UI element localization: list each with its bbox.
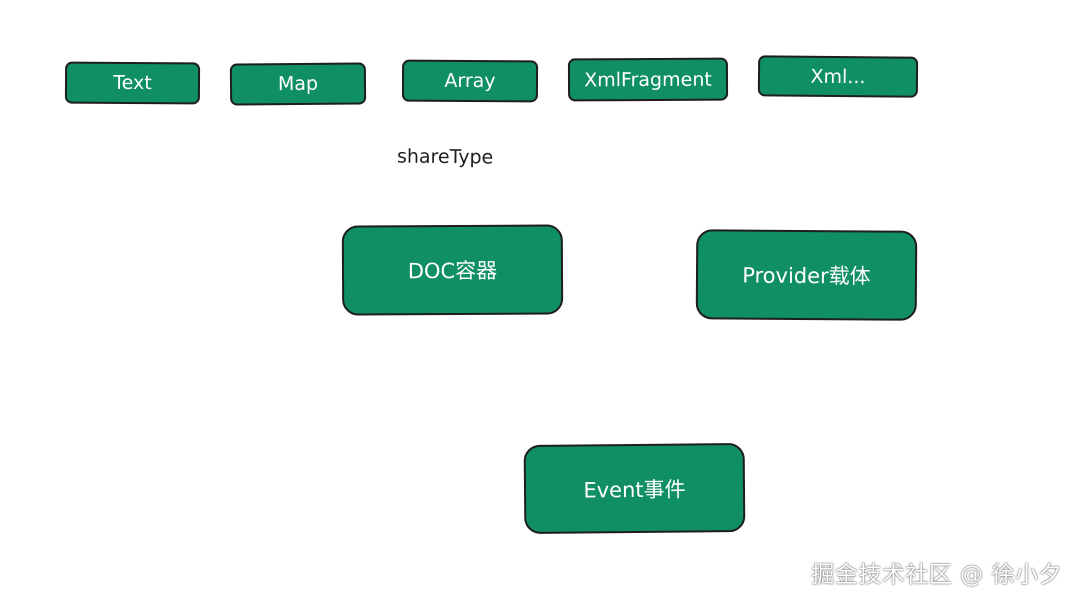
- sharetype-map-box: Map: [229, 62, 367, 106]
- sharetype-xmlfragment-box: XmlFragment: [567, 57, 729, 102]
- sharetype-array-box: Array: [401, 59, 539, 103]
- sharetype-text-box: Text: [64, 61, 201, 105]
- doc-container-label: DOC容器: [407, 258, 498, 284]
- sharetype-xml-label: Xml...: [810, 65, 866, 88]
- provider-label: Provider载体: [742, 263, 871, 289]
- sharetype-caption: shareType: [396, 145, 494, 169]
- event-label: Event事件: [583, 477, 686, 502]
- sharetype-xmlfragment-label: XmlFragment: [584, 68, 712, 91]
- provider-box: Provider载体: [695, 229, 918, 321]
- sharetype-text-label: Text: [113, 71, 152, 95]
- watermark-text: 掘金技术社区 @ 徐小夕: [811, 562, 1062, 588]
- event-box: Event事件: [523, 443, 746, 534]
- doc-container-box: DOC容器: [341, 224, 564, 316]
- sharetype-array-label: Array: [444, 69, 496, 93]
- sharetype-xml-box: Xml...: [757, 55, 919, 98]
- sharetype-map-label: Map: [277, 72, 319, 96]
